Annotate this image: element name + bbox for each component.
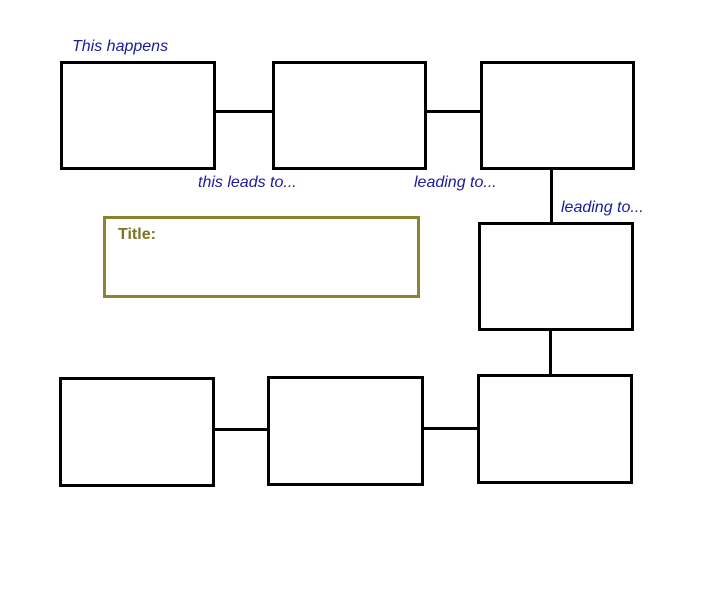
sequence-box-2[interactable] [272, 61, 427, 170]
title-box[interactable]: Title: [103, 216, 420, 298]
sequence-box-7[interactable] [59, 377, 215, 487]
sequence-box-5[interactable] [477, 374, 633, 484]
connector-1-2 [216, 110, 272, 113]
connector-2-3 [427, 110, 480, 113]
sequence-box-6[interactable] [267, 376, 424, 486]
sequence-box-1[interactable] [60, 61, 216, 170]
sequence-box-4[interactable] [478, 222, 634, 331]
caption-this-happens: This happens [72, 38, 169, 55]
connector-5-6 [424, 427, 477, 430]
title-label: Title: [118, 226, 156, 243]
connector-6-7 [215, 428, 267, 431]
caption-leading-to-1: leading to... [414, 174, 497, 191]
connector-3-4 [550, 170, 553, 222]
sequence-box-3[interactable] [480, 61, 635, 170]
caption-leading-to-2: leading to... [561, 199, 644, 216]
connector-4-5 [549, 331, 552, 375]
caption-this-leads-to: this leads to... [198, 174, 297, 191]
